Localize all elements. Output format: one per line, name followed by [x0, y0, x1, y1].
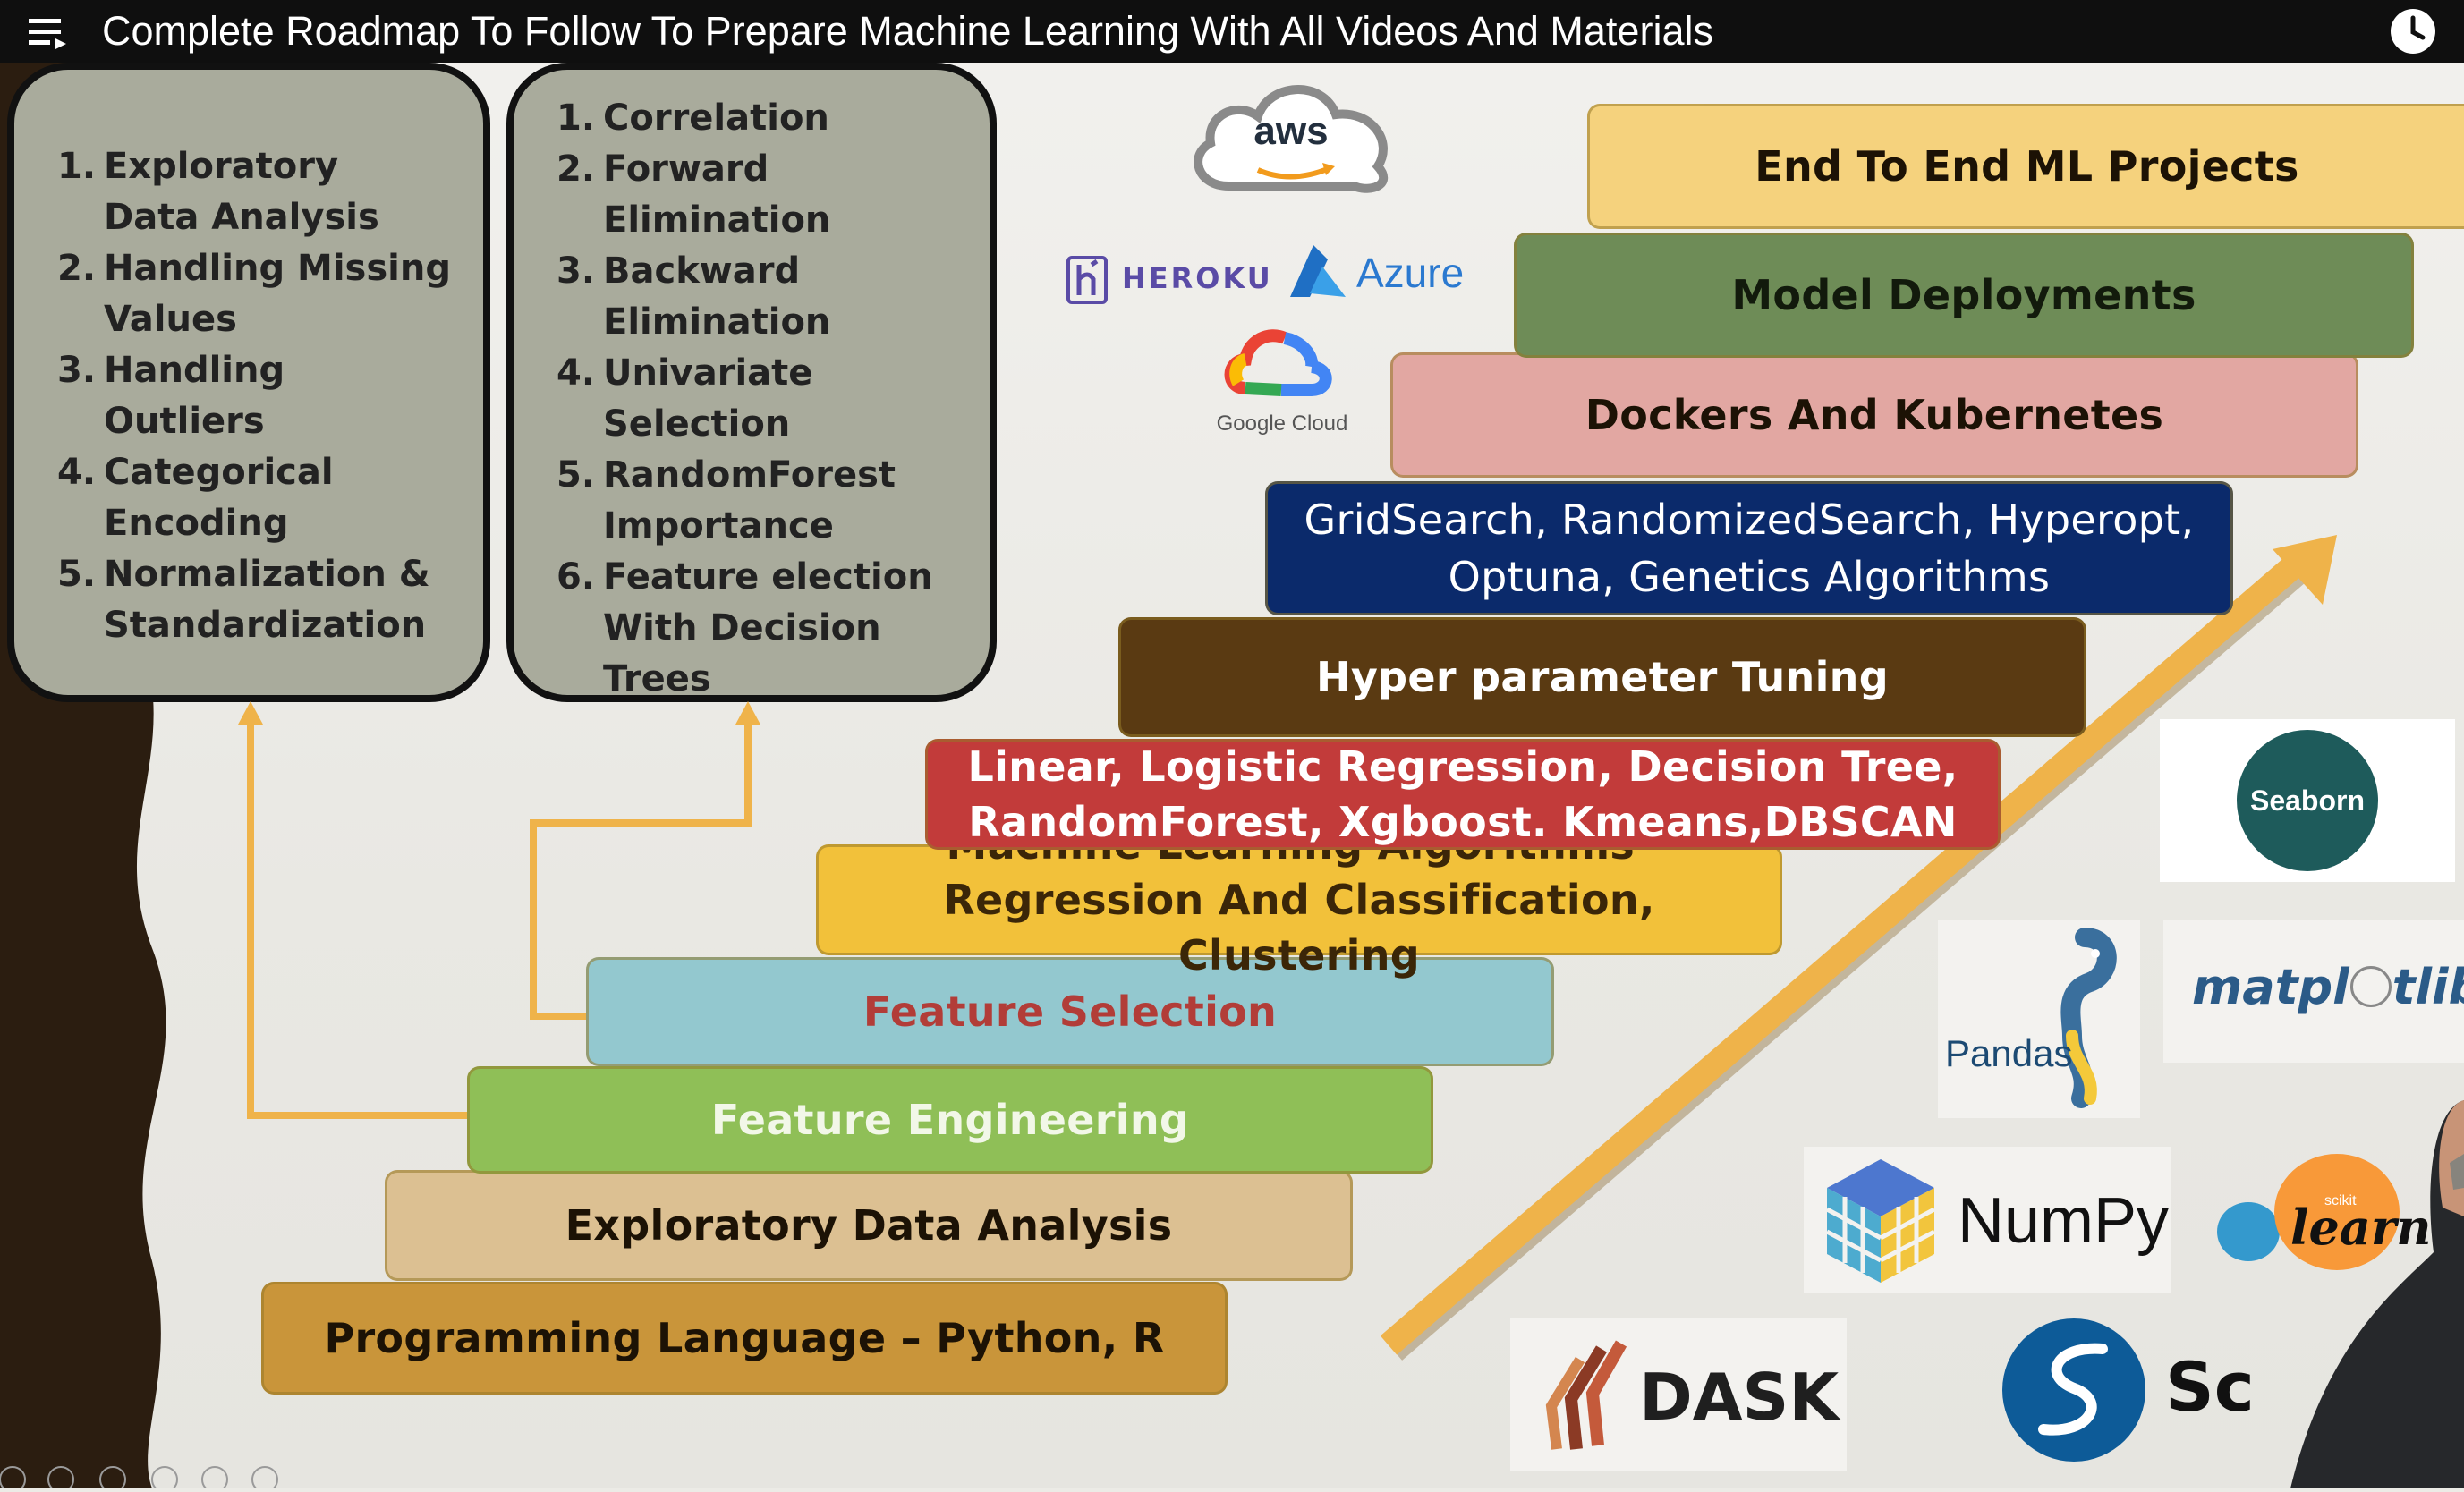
scipy-logo: Sc [2001, 1317, 2287, 1478]
seaborn-logo-badge: Seaborn [2237, 730, 2378, 871]
seaborn-logo: Seaborn [2160, 719, 2455, 882]
google-cloud-icon [1224, 329, 1332, 396]
heroku-icon [1066, 256, 1108, 304]
video-title[interactable]: Complete Roadmap To Follow To Prepare Ma… [102, 8, 1713, 54]
dask-icon [1545, 1340, 1627, 1450]
step-dockers-kubernetes: Dockers And Kubernetes [1390, 352, 2358, 478]
scikit-blue-circle-icon [2217, 1202, 2280, 1261]
step-feature-engineering: Feature Engineering [467, 1066, 1433, 1174]
scikit-orange-circle-icon [2274, 1154, 2400, 1270]
presenter-webcam [2290, 1100, 2464, 1488]
azure-icon [1290, 245, 1346, 297]
matplotlib-dial-icon [2349, 966, 2392, 1007]
heroku-logo: HEROKU [1066, 252, 1270, 308]
list-item: 5.Normalization &Standardization [57, 554, 430, 646]
scikit-learn-logo: scikit learn [2210, 1149, 2432, 1283]
matplotlib-logo: matpl tlib [2163, 920, 2464, 1063]
list-item: 1.Correlation [557, 97, 829, 139]
pandas-logo-text: Pandas [1945, 1032, 2073, 1074]
azure-logo-text: Azure [1356, 250, 1465, 296]
step-programming-language: Programming Language – Python, R [261, 1282, 1228, 1395]
step-end-to-end-projects: End To End ML Projects [1587, 104, 2464, 229]
step-ml-algorithms: Machine Learning Algorithms- Regression … [816, 820, 1782, 979]
step-search-methods: GridSearch, RandomizedSearch, Hyperopt, … [1265, 481, 2233, 615]
numpy-logo: NumPy [1804, 1147, 2171, 1293]
watch-later-icon[interactable] [2389, 7, 2437, 55]
matplotlib-text-end: tlib [2392, 959, 2464, 1015]
scikit-small-text: scikit [2324, 1193, 2357, 1208]
scipy-icon [2002, 1318, 2145, 1462]
matplotlib-text-start: matpl [2192, 959, 2349, 1015]
dask-logo-text: DASK [1639, 1360, 1840, 1435]
scikit-logo-text: learn [2290, 1199, 2432, 1256]
numpy-cube-icon [1825, 1159, 1936, 1283]
step-feature-selection: Feature Selection [586, 957, 1554, 1066]
step-algorithms: Linear, Logistic Regression, Decision Tr… [925, 739, 2001, 850]
pandas-logo: Pandas [1938, 920, 2140, 1118]
dask-logo: DASK [1510, 1318, 1847, 1471]
playlist-icon[interactable] [27, 15, 68, 51]
azure-logo: Azure [1283, 243, 1471, 304]
numpy-logo-text: NumPy [1958, 1185, 2170, 1257]
step-hyperparameter-tuning: Hyper parameter Tuning [1118, 617, 2086, 737]
step-model-deployments: Model Deployments [1514, 233, 2414, 358]
aws-logo: aws [1179, 70, 1403, 204]
python-snake-icon [2060, 928, 2117, 1108]
scipy-logo-text: Sc [2165, 1347, 2255, 1427]
heroku-logo-text: HEROKU [1122, 261, 1273, 295]
aws-logo-text: aws [1253, 109, 1329, 153]
slide-controls[interactable] [0, 1456, 322, 1492]
google-cloud-logo-text: Google Cloud [1216, 411, 1348, 436]
step-exploratory-data-analysis: Exploratory Data Analysis [385, 1170, 1353, 1281]
google-cloud-logo: Google Cloud [1210, 315, 1353, 449]
video-top-bar: Complete Roadmap To Follow To Prepare Ma… [0, 0, 2464, 63]
